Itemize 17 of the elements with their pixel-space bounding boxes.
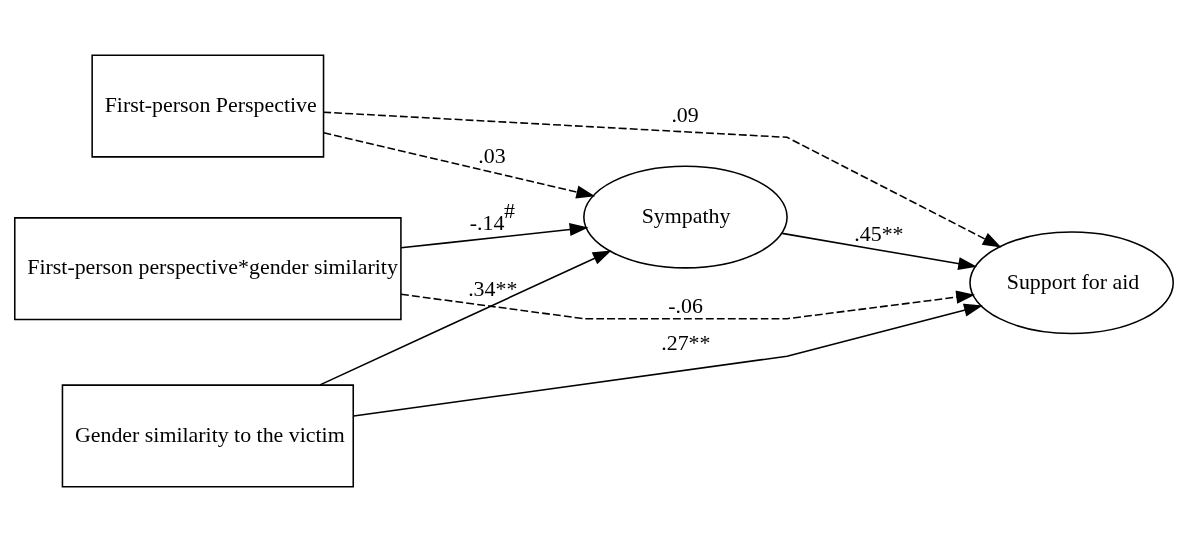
arrow	[319, 250, 612, 386]
edge-label: .34**	[468, 276, 518, 301]
arrow	[322, 111, 1002, 248]
arrow	[400, 290, 975, 320]
arrow	[322, 132, 596, 199]
arrow	[781, 232, 978, 271]
node-box: First-person Perspective	[91, 54, 325, 158]
arrow	[352, 303, 983, 417]
node-box: First-person perspective*gender similarity	[14, 217, 402, 321]
node-ellipse: Sympathy	[583, 165, 788, 269]
node-box: Gender similarity to the victim	[61, 384, 354, 488]
edge-label: .27**	[661, 331, 711, 356]
edge-label: -.06	[668, 293, 703, 318]
arrow	[400, 222, 589, 249]
edge-label: .45**	[854, 221, 904, 246]
edge-label: .09	[671, 103, 699, 128]
edge-label: .03	[478, 143, 506, 168]
